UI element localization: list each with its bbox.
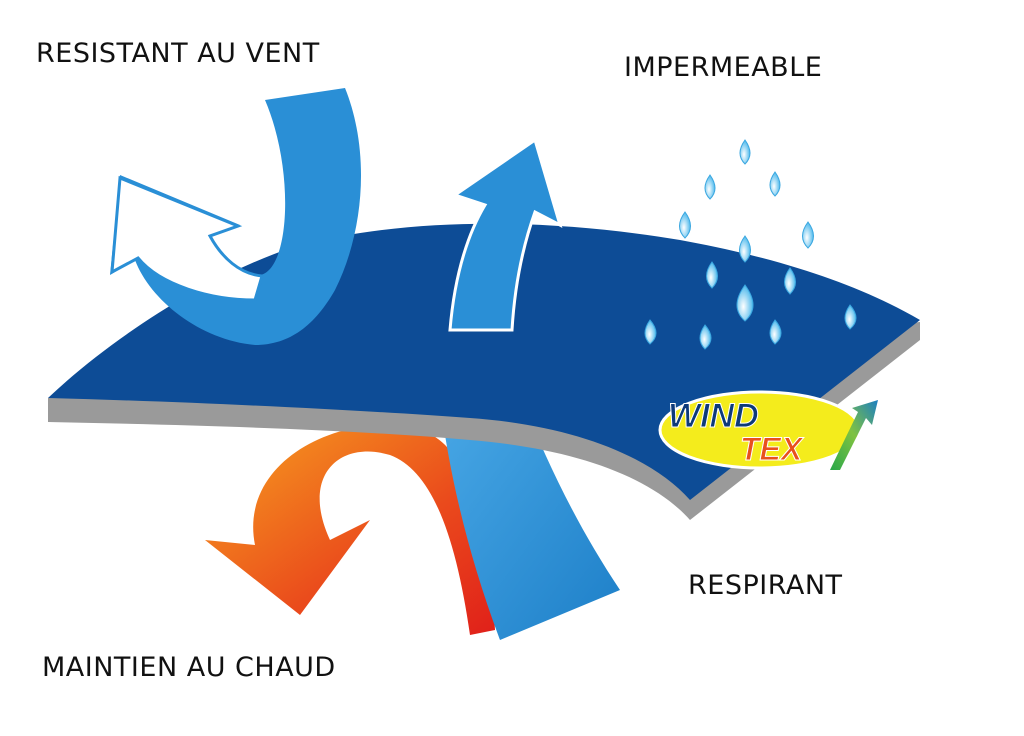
wind-arrow	[110, 88, 362, 345]
label-waterproof: IMPERMEABLE	[624, 52, 823, 83]
logo-tex: TEX	[740, 431, 804, 467]
label-keeps-warm: MAINTIEN AU CHAUD	[42, 652, 336, 683]
windtex-logo: WIND TEX	[658, 390, 878, 470]
warm-arrow	[205, 424, 495, 635]
breathable-arrow-lower	[440, 395, 620, 640]
label-breathable: RESPIRANT	[688, 570, 843, 601]
water-drops	[644, 139, 857, 350]
breathable-arrow-upper	[448, 137, 563, 332]
logo-wind: WIND	[668, 397, 759, 435]
label-wind-resistant: RESISTANT AU VENT	[36, 38, 320, 69]
